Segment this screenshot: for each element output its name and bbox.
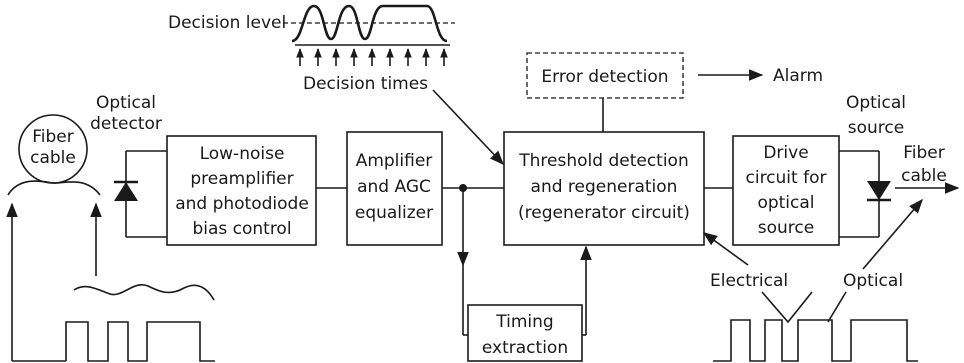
error-detection-block: Error detection Alarm [526,52,823,132]
input-waveforms [6,202,215,362]
timing-line-1: Timing [495,312,553,332]
preamp-line-3: and photodiode [175,194,309,214]
amplifier-block: Amplifier and AGC equalizer [346,131,443,246]
output-waveforms: Electrical Optical [702,198,923,362]
electrical-label: Electrical [710,271,788,291]
preamp-line-1: Low-noise [200,144,285,164]
optical-source-label-2: source [848,118,904,138]
fiber-cable-in-label-2: cable [30,148,76,168]
threshold-detection-block: Threshold detection and regeneration (re… [503,131,705,246]
threshold-line-1: Threshold detection [518,151,688,171]
decision-time-arrows [296,48,448,66]
led-symbol [867,181,891,200]
photodiode-symbol [114,182,138,201]
optical-label: Optical [843,271,903,291]
transmitted-bit-pattern [65,321,215,362]
threshold-line-3: (regenerator circuit) [518,203,690,223]
drive-line-1: Drive [763,143,808,163]
amplifier-line-1: Amplifier [356,151,433,171]
photodiode [114,150,167,238]
decision-times-label: Decision times [303,74,428,94]
received-pulse-waveform [291,4,448,43]
timing-extraction-block: Timing extraction [467,245,592,362]
decision-times-arrow [432,89,504,166]
fiber-cable-tails [7,180,101,196]
preamplifier-block: Low-noise preamplifier and photodiode bi… [166,135,317,246]
distorted-waveform [73,283,215,301]
input-fiber: Fiber cable Optical detector [7,93,162,196]
electrical-optical-pointer [761,291,813,324]
amplifier-line-3: equalizer [355,203,433,223]
error-detection-box [526,52,684,99]
decision-level-label: Decision level [168,13,286,33]
optical-source: Optical source Fiber cable [839,93,960,238]
fiber-cable-out-label-1: Fiber [903,143,945,163]
preamp-line-4: bias control [192,219,291,239]
optical-detector-label-1: Optical [96,93,156,113]
drive-line-4: source [758,218,814,238]
error-detection-label: Error detection [541,67,668,87]
drive-circuit-block: Drive circuit for optical source [732,135,840,246]
electrical-arrow [702,232,749,266]
drive-line-2: circuit for [746,168,827,188]
optical-source-label-1: Optical [846,93,906,113]
decision-waveform: Decision level Decision times [168,4,504,166]
preamp-line-2: preamplifier [190,169,293,189]
fiber-cable-in-label-1: Fiber [32,127,74,147]
alarm-label: Alarm [773,66,823,86]
fiber-cable-out-label-2: cable [901,166,947,186]
amplifier-line-2: and AGC [357,177,431,197]
amp-to-threshold-link [442,184,504,336]
threshold-line-2: and regeneration [531,177,678,197]
timing-line-2: extraction [482,338,568,358]
optical-detector-label-2: detector [90,114,162,134]
optical-arrow [862,198,923,270]
regenerated-bit-pattern [713,319,918,362]
drive-line-3: optical [757,193,814,213]
